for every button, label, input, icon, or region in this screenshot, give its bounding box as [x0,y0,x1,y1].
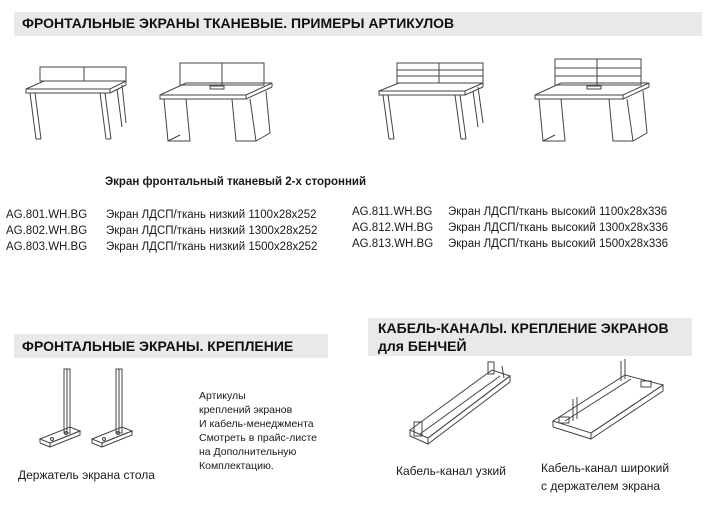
article-desc: Экран ЛДСП/ткань высокий 1300х28х336 [448,222,669,234]
screen-holder-illustration [38,368,134,448]
article-desc: Экран ЛДСП/ткань низкий 1100х28х252 [106,209,317,221]
note-line: на Дополнительную [199,446,297,458]
desk-illustration-4 [534,58,650,142]
desk-illustration-2 [159,62,273,142]
holder-caption: Держатель экрана стола [18,468,155,482]
section2-header-band [14,334,328,358]
wide-tray-caption-line1: Кабель-канал широкий [541,461,670,475]
article-desc: Экран ЛДСП/ткань высокий 1500х28х336 [448,238,669,250]
note-line: креплений экранов [199,404,293,416]
desk-illustration-1 [25,66,127,140]
article-code: AG.812.WH.BG [352,222,434,234]
cable-tray-wide-illustration [551,359,665,440]
article-desc: Экран ЛДСП/ткань низкий 1300х28х252 [106,225,318,237]
article-desc: Экран ЛДСП/ткань низкий 1500х28х252 [106,241,318,253]
article-code: AG.802.WH.BG [6,225,88,237]
note-line: Комплектацию. [199,460,274,472]
cable-tray-narrow-illustration [409,361,512,446]
article-code: AG.813.WH.BG [352,238,434,250]
wide-tray-caption-line2: с держателем экрана [541,479,661,493]
section3-header-band [368,318,692,356]
desk-illustration-3 [378,62,484,140]
narrow-tray-caption: Кабель-канал узкий [396,464,506,478]
note-line: Артикулы [199,390,246,402]
section2-title: ФРОНТАЛЬНЫЕ ЭКРАНЫ. КРЕПЛЕНИЕ [22,338,294,354]
article-code: AG.801.WH.BG [6,209,88,221]
section1-subtitle: Экран фронтальный тканевый 2-х сторонний [105,176,367,188]
note-line: Смотреть в прайс-листе [199,432,317,444]
article-desc: Экран ЛДСП/ткань высокий 1100х28х336 [448,206,668,218]
section3-title-line1: КАБЕЛЬ-КАНАЛЫ. КРЕПЛЕНИЕ ЭКРАНОВ [378,320,669,336]
section3-title-line2: для БЕНЧЕЙ [378,338,467,354]
accessories-note: Артикулы креплений экранов И кабель-мене… [199,389,317,473]
note-line: И кабель-менеджмента [199,418,314,430]
section1-title: ФРОНТАЛЬНЫЕ ЭКРАНЫ ТКАНЕВЫЕ. ПРИМЕРЫ АРТ… [22,15,455,31]
article-code: AG.803.WH.BG [6,241,88,253]
article-code: AG.811.WH.BG [352,206,433,218]
section1-header-band [14,12,702,36]
